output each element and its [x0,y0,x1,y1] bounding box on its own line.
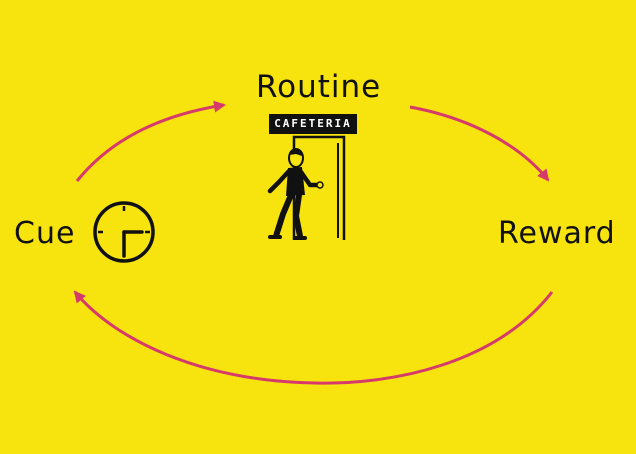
cue-label: Cue [14,216,76,251]
person-walking-icon [267,148,324,240]
routine-label: Routine [256,69,382,105]
arrow-routine-to-reward [409,105,550,182]
clock-icon [93,201,155,263]
arrow-cue-to-routine [75,100,226,182]
arrow-reward-to-cue [73,290,554,385]
reward-label: Reward [498,216,616,251]
cafeteria-sign: CAFETERIA [269,114,357,134]
